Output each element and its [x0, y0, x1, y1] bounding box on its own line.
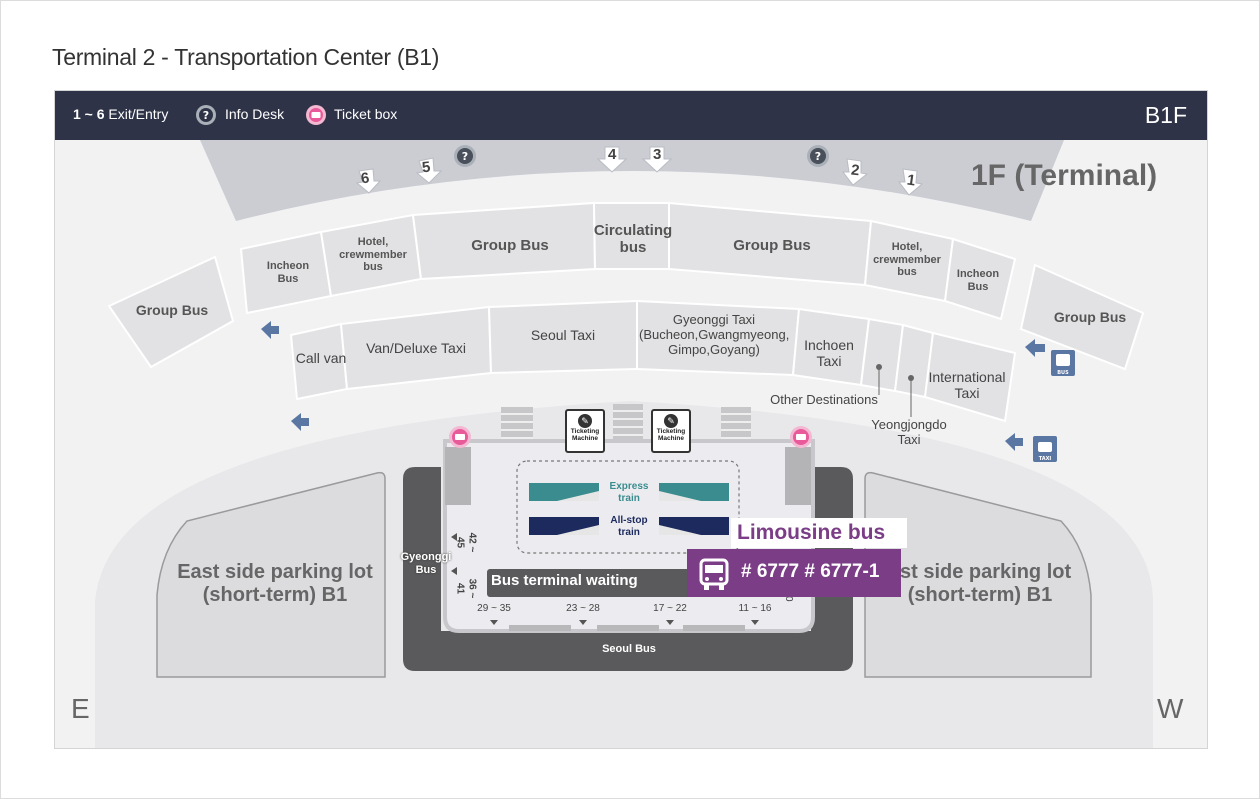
- exit-4-label: 4: [608, 146, 617, 163]
- svg-text:BUS: BUS: [1057, 370, 1069, 376]
- compass-east: E: [71, 693, 90, 724]
- taxi-square-icon: TAXI: [1033, 436, 1057, 462]
- incheon-bus-left-label: Incheon Bus: [266, 260, 310, 285]
- svg-text:TAXI: TAXI: [1039, 456, 1052, 462]
- platform-23-28: 23 ~ 28: [566, 603, 600, 614]
- limousine-bus-callout[interactable]: # 6777 # 6777-1: [687, 549, 901, 597]
- van-deluxe-label: Van/Deluxe Taxi: [366, 340, 466, 356]
- info-desk-icon-map: ? ?: [454, 145, 829, 167]
- circulating-bus-label: Circulating bus: [593, 222, 673, 257]
- exit-3-label: 3: [653, 146, 662, 163]
- hotel-left-label: Hotel, crewmember bus: [339, 236, 407, 274]
- allstop-train-label: All-stop train: [610, 515, 648, 538]
- gyeonggi-taxi-label: Gyeonggi Taxi (Bucheon,Gwangmyeong, Gimp…: [639, 312, 790, 357]
- svg-text:?: ?: [203, 109, 209, 122]
- ticket-box-icon-map: [449, 426, 812, 448]
- seoul-taxi-label: Seoul Taxi: [530, 327, 596, 343]
- legend-info-label: Info Desk: [225, 106, 285, 122]
- gyeonggi-bus-label: Gyeonggi Bus: [400, 551, 452, 576]
- east-parking-label: East side parking lot (short-term) B1: [177, 561, 373, 606]
- ticketing-machine-label: Ticketing Machine: [570, 428, 600, 442]
- terminal-1f-label: 1F (Terminal): [971, 159, 1158, 192]
- group-bus-mid-left-label: Group Bus: [471, 237, 549, 254]
- zone-group-bus-right: [1019, 263, 1145, 371]
- map-container: 1 ~ 6 Exit/Entry ? Info Desk Ticket box …: [54, 90, 1208, 749]
- international-taxi-label: International Taxi: [928, 369, 1006, 402]
- bus-square-icon: BUS: [1051, 350, 1075, 376]
- west-parking-lot: [864, 471, 1092, 678]
- exit-2-label: 2: [850, 161, 861, 180]
- svg-text:?: ?: [815, 150, 821, 163]
- group-bus-right-label: Group Bus: [1053, 309, 1127, 325]
- incheon-bus-right-label: Incheon Bus: [956, 268, 1000, 293]
- group-bus-mid-right-label: Group Bus: [733, 237, 811, 254]
- svg-text:?: ?: [462, 150, 468, 163]
- ticket-box-icon: [306, 105, 326, 125]
- express-train-label: Express train: [609, 481, 649, 504]
- west-parking-label: est side parking lot (short-term) B1: [888, 561, 1072, 606]
- ticket-machine-icon: ✎: [578, 414, 592, 428]
- info-desk-icon: ?: [196, 105, 216, 125]
- limousine-bus-title: Limousine bus: [731, 518, 907, 548]
- yeongjongdo-taxi-label: Yeongjongdo Taxi: [871, 417, 947, 447]
- limousine-bus-numbers: # 6777 # 6777-1: [741, 561, 880, 582]
- seoul-bus-label: Seoul Bus: [602, 643, 656, 655]
- legend-exit-label: Exit/Entry: [108, 106, 169, 122]
- page-title: Terminal 2 - Transportation Center (B1): [52, 44, 440, 70]
- zone-international-taxi: [923, 331, 1017, 423]
- east-parking-lot: [156, 471, 386, 678]
- legend-ticket-label: Ticket box: [334, 106, 398, 122]
- incheon-taxi-label: Inchoen Taxi: [804, 337, 854, 370]
- legend-exit: 1 ~ 6 Exit/Entry: [73, 106, 168, 122]
- platform-11-16: 11 ~ 16: [738, 603, 772, 614]
- platform-42-45: 42 ~ 45: [455, 532, 478, 553]
- other-destinations-label: Other Destinations: [770, 392, 878, 407]
- ticketing-machine-right[interactable]: ✎ Ticketing Machine: [651, 409, 691, 453]
- platform-29-35: 29 ~ 35: [477, 603, 511, 614]
- group-bus-left-label: Group Bus: [135, 302, 209, 318]
- platform-36-41: 36 ~ 41: [455, 578, 478, 599]
- legend-exit-range: 1 ~ 6: [73, 106, 105, 122]
- hotel-right-label: Hotel, crewmember bus: [873, 241, 941, 279]
- zone-incheon-bus-right: [943, 237, 1017, 321]
- legend-bar: 1 ~ 6 Exit/Entry ? Info Desk Ticket box …: [55, 91, 1207, 140]
- platform-17-22: 17 ~ 22: [653, 603, 687, 614]
- zone-group-bus-left: [107, 255, 235, 369]
- bus-icon: [699, 558, 729, 590]
- bus-terminal-waiting-label: Bus terminal waiting: [491, 572, 638, 589]
- direction-arrows: [261, 321, 1045, 451]
- exit-5-label: 5: [421, 158, 432, 177]
- compass-west: W: [1157, 693, 1184, 724]
- ticketing-machine-left[interactable]: ✎ Ticketing Machine: [565, 409, 605, 453]
- ticket-machine-icon: ✎: [664, 414, 678, 428]
- map-drawing: ? ? BUS TAXI: [95, 140, 1153, 748]
- call-van-label: Call van: [295, 350, 347, 366]
- floor-label: B1F: [1144, 102, 1187, 128]
- ticketing-machine-label: Ticketing Machine: [656, 428, 686, 442]
